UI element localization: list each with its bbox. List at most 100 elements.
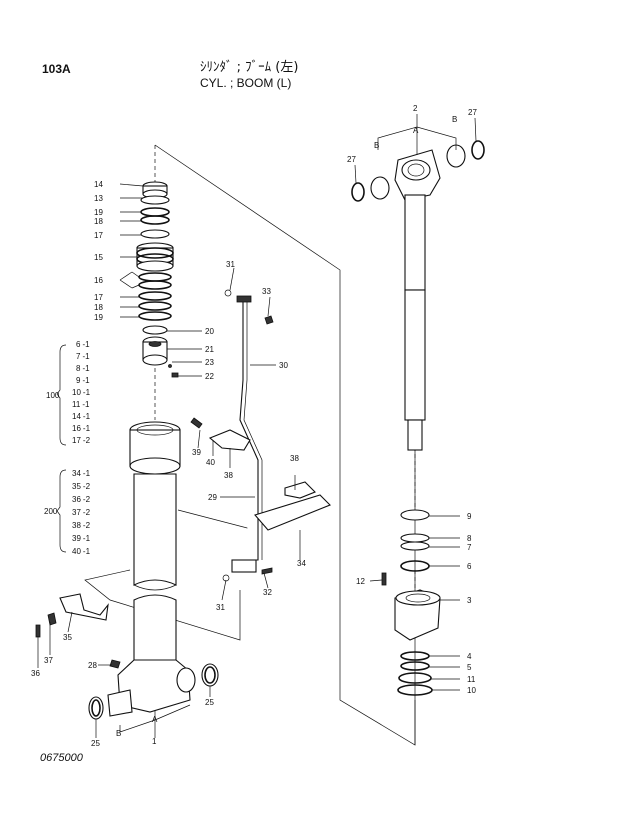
callout-B: B [452,115,457,124]
callout-5: 5 [467,663,472,672]
group-100-item: 8 [76,364,81,373]
callout-8: 8 [467,534,472,543]
group-200-suffix: -2 [83,521,91,530]
callout-B: B [374,141,379,150]
callout-6: 6 [467,562,472,571]
callout-17: 17 [94,231,103,240]
svg-text:37-2: 37-2 [72,508,91,517]
group-200-item: 38 [72,521,81,530]
page-number: 103A [42,62,71,76]
group-200-suffix: -2 [83,508,91,517]
seal-stack-left [136,181,179,378]
svg-text:17-2: 17-2 [72,436,91,445]
callout-12: 12 [356,577,365,586]
callout-32: 32 [263,588,272,597]
callout-20: 20 [205,327,214,336]
callout-25: 25 [91,739,100,748]
group-200-item: 36 [72,495,81,504]
drawing-code: 0675000 [40,752,83,764]
callout-23: 23 [205,358,214,367]
svg-text:6-1: 6-1 [76,340,90,349]
callout-A: A [152,715,158,724]
svg-text:16-1: 16-1 [72,424,91,433]
callout-16: 16 [94,276,103,285]
callout-31: 31 [216,603,225,612]
group-200-item: 35 [72,482,81,491]
group-200-suffix: -2 [83,482,91,491]
cylinder-tube [88,421,219,720]
callout-4: 4 [467,652,472,661]
group-100-item: 6 [76,340,81,349]
kit-group-100: 100 6-1 7-1 8-1 9-1 10-1 11-1 14-1 16-1 … [46,340,91,446]
group-200-suffix: -1 [83,547,91,556]
callout-11: 11 [467,675,476,684]
group-100-item: 7 [76,352,81,361]
callout-39: 39 [192,448,201,457]
group-100-suffix: -1 [83,412,91,421]
callout-27: 27 [468,108,477,117]
svg-text:9-1: 9-1 [76,376,90,385]
group-200-suffix: -2 [83,495,91,504]
callout-18: 18 [94,303,103,312]
callout-29: 29 [208,493,217,502]
callout-38: 38 [224,471,233,480]
callout-14: 14 [94,180,103,189]
callout-33: 33 [262,287,271,296]
group-200-item: 37 [72,508,81,517]
group-100-item: 11 [72,400,81,409]
callout-18: 18 [94,217,103,226]
callout-3: 3 [467,596,472,605]
callout-40: 40 [206,458,215,467]
group-100-suffix: -1 [82,364,90,373]
callout-10: 10 [467,686,476,695]
callout-1: 1 [152,737,157,746]
group-100-item: 14 [72,412,81,421]
svg-text:10-1: 10-1 [72,388,91,397]
group-100-suffix: -1 [83,388,91,397]
callout-7: 7 [467,543,472,552]
group-100-suffix: -1 [82,352,90,361]
group-100-item: 10 [72,388,81,397]
callout-38: 38 [290,454,299,463]
callout-31: 31 [226,260,235,269]
callout-13: 13 [94,194,103,203]
svg-text:11-1: 11-1 [72,400,90,409]
callout-28: 28 [88,661,97,670]
callout-36: 36 [31,669,40,678]
svg-text:36-2: 36-2 [72,495,91,504]
group-100-suffix: -2 [83,436,91,445]
callout-15: 15 [94,253,103,262]
group-200-suffix: -1 [83,469,91,478]
callout-17: 17 [94,293,103,302]
callout-A: A [413,126,419,135]
piston-rod-assembly [351,140,485,696]
svg-text:35-2: 35-2 [72,482,91,491]
callout-22: 22 [205,372,214,381]
callout-B: B [116,729,121,738]
group-100-suffix: -1 [82,400,90,409]
callout-9: 9 [467,512,472,521]
group-200-suffix: -1 [83,534,91,543]
svg-text:14-1: 14-1 [72,412,91,421]
callout-37: 37 [44,656,53,665]
callout-19: 19 [94,313,103,322]
pipe-and-clamps [35,289,331,638]
group-100-suffix: -1 [82,376,90,385]
group-100-item: 16 [72,424,81,433]
svg-text:8-1: 8-1 [76,364,90,373]
group-200-item: 39 [72,534,81,543]
group-100-suffix: -1 [82,340,90,349]
leader-lines [37,114,477,738]
svg-text:34-1: 34-1 [72,469,91,478]
title-japanese: ｼﾘﾝﾀﾞ ; ﾌﾞｰﾑ (左) [200,60,299,75]
callout-34: 34 [297,559,306,568]
callout-25: 25 [205,698,214,707]
callout-27: 27 [347,155,356,164]
svg-text:39-1: 39-1 [72,534,91,543]
callout-19: 19 [94,208,103,217]
kit-group-200: 200 34-1 35-2 36-2 37-2 38-2 39-1 40-1 [44,469,91,556]
group-100-item: 17 [72,436,81,445]
group-200-item: 40 [72,547,81,556]
group-100-item: 9 [76,376,81,385]
